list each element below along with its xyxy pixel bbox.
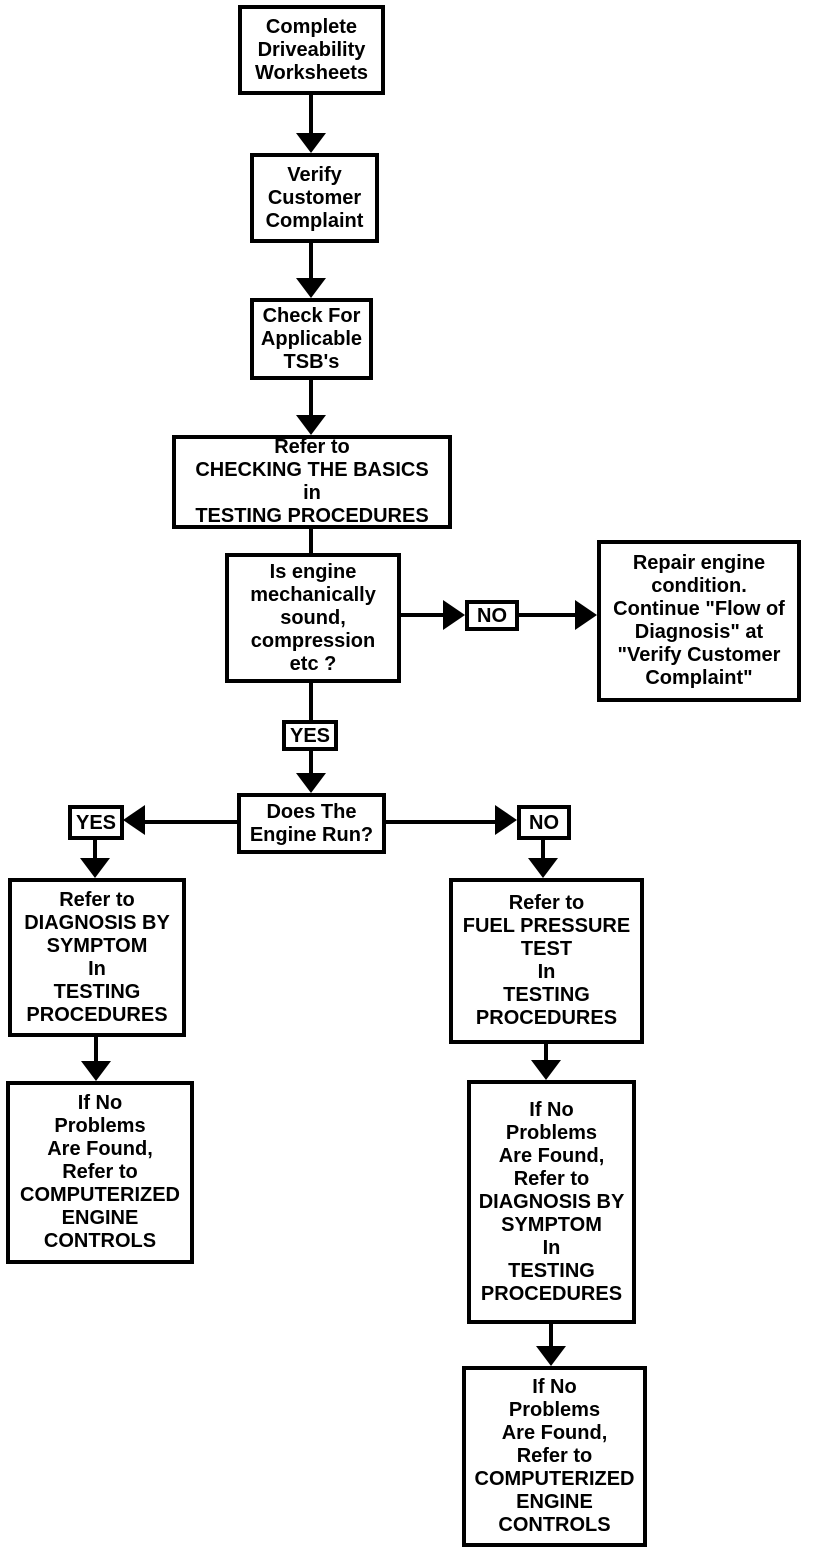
node-complete-driveability-worksheets: Complete Driveability Worksheets (238, 5, 385, 95)
edge-tsbs-to-basics-arrow (296, 415, 326, 435)
edge-no-to-repair-line (518, 613, 577, 617)
edge-enginerun-to-yes-line (145, 820, 237, 824)
edge-yes-to-enginerun-arrow (296, 773, 326, 793)
edge-fuelpressure-to-diagnosis2-line (544, 1044, 548, 1062)
node-verify-customer-complaint: Verify Customer Complaint (250, 153, 379, 243)
edge-yes-to-enginerun-line (309, 751, 313, 776)
node-repair-engine-condition: Repair engine condition. Continue "Flow … (597, 540, 801, 702)
node-check-applicable-tsbs: Check For Applicable TSB's (250, 298, 373, 380)
edge-diagnosis-to-computerized-line (94, 1037, 98, 1063)
node-diagnosis-by-symptom-2: If No Problems Are Found, Refer to DIAGN… (467, 1080, 636, 1324)
edge-diagnosis2-to-computerized-arrow (536, 1346, 566, 1366)
edge-yes-to-diagnosis-arrow (80, 858, 110, 878)
node-computerized-engine-controls-left: If No Problems Are Found, Refer to COMPU… (6, 1081, 194, 1264)
node-computerized-engine-controls-right: If No Problems Are Found, Refer to COMPU… (462, 1366, 647, 1547)
edge-diagnosis2-to-computerized-line (549, 1324, 553, 1348)
decision-label-no-engine-sound: NO (465, 600, 519, 631)
edge-enginesound-to-no-line (400, 613, 445, 617)
node-is-engine-mechanically-sound: Is engine mechanically sound, compressio… (225, 553, 401, 683)
edge-diagnosis-to-computerized-arrow (81, 1061, 111, 1081)
edge-no-to-fuelpressure-line (541, 840, 545, 861)
edge-enginesound-to-no-arrow (443, 600, 465, 630)
decision-label-yes-engine-sound: YES (282, 720, 338, 751)
edge-verify-to-tsbs-arrow (296, 278, 326, 298)
edge-yes-to-diagnosis-line (93, 840, 97, 861)
decision-label-yes-engine-run: YES (68, 805, 124, 840)
edge-no-to-fuelpressure-arrow (528, 858, 558, 878)
node-diagnosis-by-symptom: Refer to DIAGNOSIS BY SYMPTOM In TESTING… (8, 878, 186, 1037)
edge-basics-to-enginesound-line (309, 528, 313, 554)
node-fuel-pressure-test: Refer to FUEL PRESSURE TEST In TESTING P… (449, 878, 644, 1044)
edge-enginesound-to-yes-line (309, 682, 313, 720)
edge-worksheets-to-verify-line (309, 94, 313, 136)
edge-verify-to-tsbs-line (309, 242, 313, 281)
edge-no-to-repair-arrow (575, 600, 597, 630)
edge-enginerun-to-no-line (386, 820, 497, 824)
edge-enginerun-to-yes-arrow (123, 805, 145, 835)
edge-fuelpressure-to-diagnosis2-arrow (531, 1060, 561, 1080)
node-does-the-engine-run: Does The Engine Run? (237, 793, 386, 854)
node-checking-the-basics: Refer to CHECKING THE BASICS in TESTING … (172, 435, 452, 529)
edge-worksheets-to-verify-arrow (296, 133, 326, 153)
edge-tsbs-to-basics-line (309, 379, 313, 418)
edge-enginerun-to-no-arrow (495, 805, 517, 835)
decision-label-no-engine-run: NO (517, 805, 571, 840)
